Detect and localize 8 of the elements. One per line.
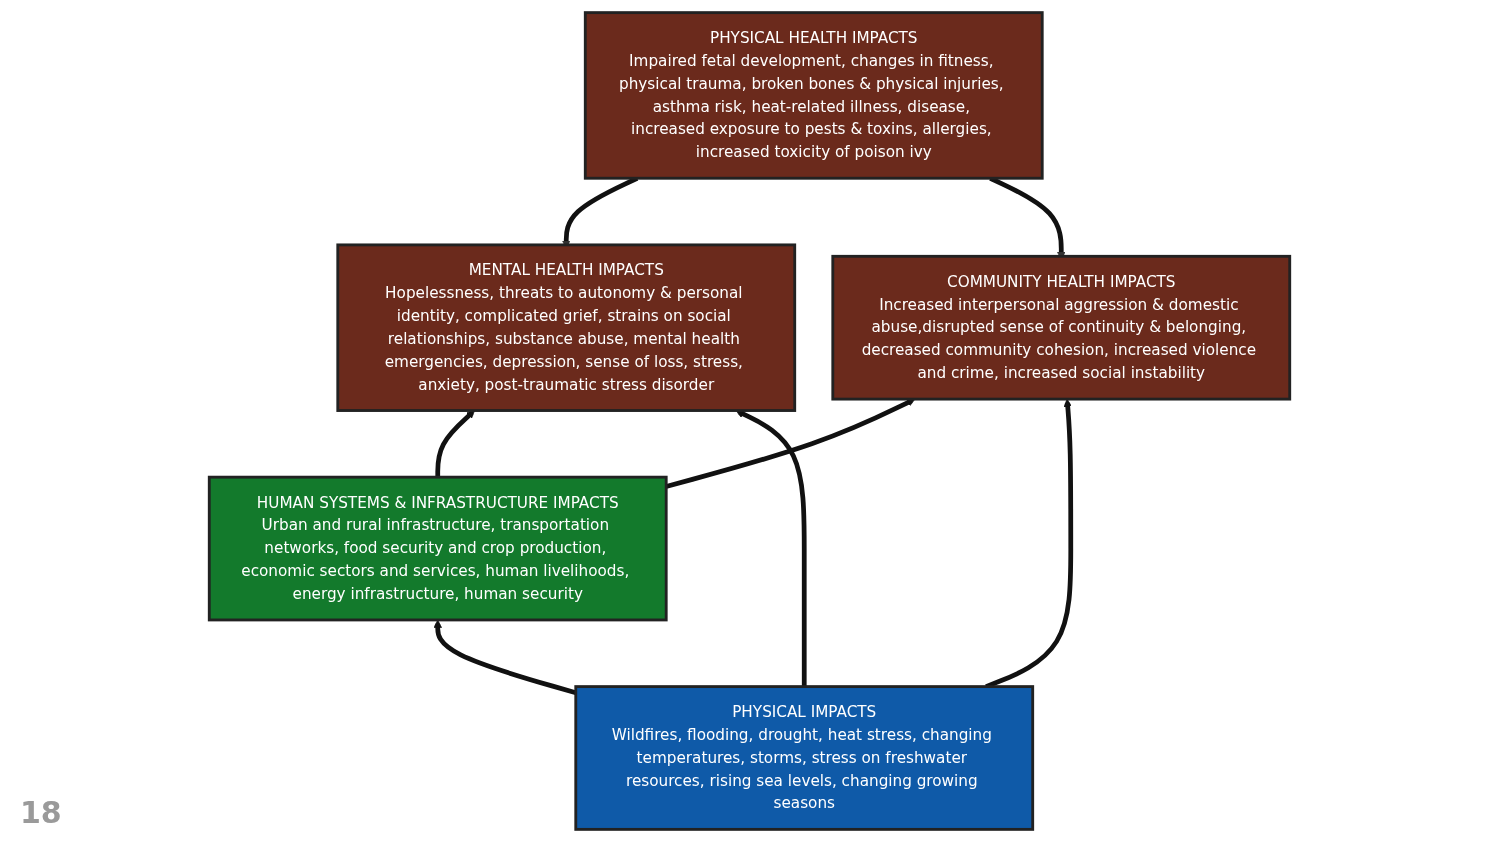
arrow (735, 410, 807, 687)
node-box: PHYSICAL HEALTH IMPACTS Impaired fetal development, changes in fitness, physical trauma, broken bones & physical injuries, asthma risk, heat-related illness, disease, increased exposure to pests & toxins, allergies, increased toxicity of poison ivy (583, 11, 1044, 180)
node-box: MENTAL HEALTH IMPACTS Hopelessness, threats to autonomy & personal identity, complicated grief, strains on social relationships, substance abuse, mental health emergencies, depression, sense of loss, stress, anxiety, post-traumatic stress disorder (336, 243, 797, 412)
node-box: HUMAN SYSTEMS & INFRASTRUCTURE IMPACTS Urban and rural infrastructure, transportation networks, food security and crop production, economic sectors and services, human livelihoods, energy infrastructure, human security (207, 475, 668, 622)
page-number: 18 (20, 795, 62, 830)
node-box: PHYSICAL IMPACTS Wildfires, flooding, drought, heat stress, changing temperatures, storms, stress on freshwater resources, rising sea levels, changing growing seasons (574, 685, 1035, 831)
arrow (435, 410, 475, 478)
node-box: COMMUNITY HEALTH IMPACTS Increased interpersonal aggression & domestic abuse,disrupted sense of continuity & belonging, decreased community cohesion, increased violence and crime, increased social instability (831, 254, 1292, 401)
